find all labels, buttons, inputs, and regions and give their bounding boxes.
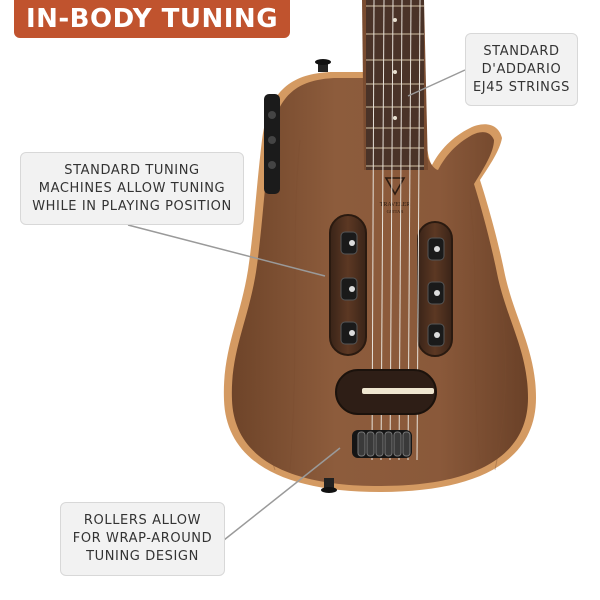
callout-rollers: ROLLERS ALLOW FOR WRAP-AROUND TUNING DES… — [60, 502, 225, 576]
logo-text: TRAVELER — [380, 202, 411, 208]
leader-line-tuning — [127, 224, 326, 277]
callout-text-line: TUNING DESIGN — [86, 549, 199, 564]
fretboard — [362, 0, 428, 170]
guitar-body — [223, 72, 537, 492]
tuner-slot-right — [417, 221, 453, 357]
logo-subtext: GUITAR — [387, 209, 404, 214]
callout-strings: STANDARD D'ADDARIO EJ45 STRINGS — [465, 33, 578, 106]
callout-text-line: STANDARD — [483, 43, 560, 59]
callout-text-line: D'ADDARIO — [481, 61, 562, 77]
page-title: IN-BODY TUNING — [25, 4, 279, 34]
leader-line-strings — [407, 69, 466, 97]
callout-text-line: EJ45 STRINGS — [472, 79, 571, 95]
brand-logo: TRAVELER GUITAR — [380, 177, 411, 214]
preamp-controls — [264, 94, 280, 194]
callout-text-line: ROLLERS ALLOW — [83, 513, 202, 528]
strap-button-top — [315, 59, 331, 72]
callout-text-line: WHILE IN PLAYING POSITION — [32, 198, 232, 214]
callout-text-line: MACHINES ALLOW TUNING — [38, 180, 226, 196]
callout-tuning-machines: STANDARD TUNING MACHINES ALLOW TUNING WH… — [20, 152, 244, 225]
strap-button-bottom — [321, 478, 337, 493]
leader-lines — [127, 69, 466, 541]
tuner-slot-left — [329, 214, 367, 356]
leader-line-rollers — [223, 447, 341, 541]
callout-text-line: STANDARD TUNING — [64, 162, 200, 178]
callout-text-line: FOR WRAP-AROUND — [72, 531, 213, 546]
bridge — [335, 369, 437, 415]
title-badge: IN-BODY TUNING — [14, 0, 290, 38]
rollers — [352, 430, 412, 458]
